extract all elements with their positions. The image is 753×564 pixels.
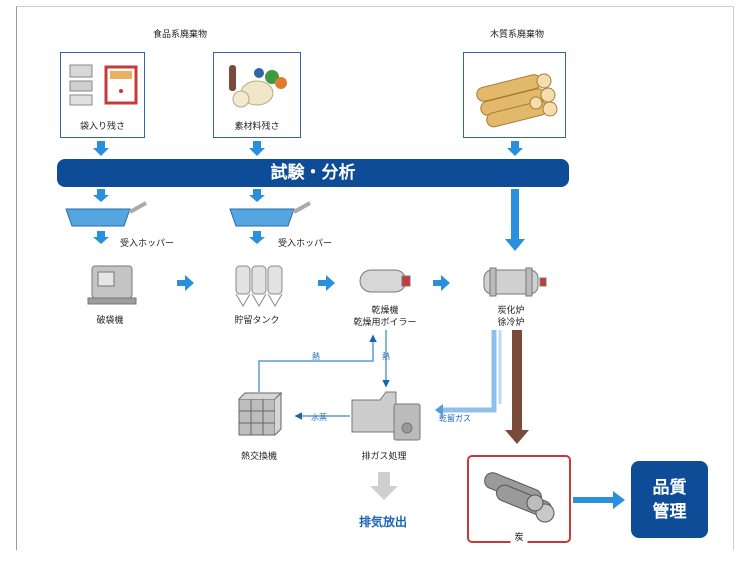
storage-tank-machine bbox=[235, 265, 283, 307]
hopper-label-2: 受入ホッパー bbox=[278, 239, 333, 249]
figure-frame bbox=[16, 6, 734, 550]
quality-control-line2: 管理 bbox=[652, 501, 687, 522]
exhaust-treatment-label: 排ガス処理 bbox=[361, 452, 407, 462]
bag-breaker-label: 破袋機 bbox=[96, 316, 124, 326]
heat-flow-label-a: 熱 bbox=[312, 352, 320, 361]
dryer-machine bbox=[359, 269, 411, 293]
wood-waste-header: 木質系廃棄物 bbox=[489, 30, 545, 40]
hopper-1 bbox=[65, 201, 147, 227]
quality-control-box: 品質 管理 bbox=[631, 461, 708, 538]
dryer-boiler-label: 乾燥用ボイラー bbox=[353, 318, 417, 328]
heat-exchanger-machine bbox=[238, 391, 283, 436]
bag-breaker-machine bbox=[87, 265, 137, 305]
test-analysis-band: 試験・分析 bbox=[57, 159, 569, 187]
charcoal-illustration bbox=[484, 472, 555, 523]
bagged-food-illustration bbox=[69, 64, 138, 106]
exhaust-release-label: 排気放出 bbox=[358, 515, 408, 529]
source-arrows bbox=[93, 141, 523, 156]
charcoal-label: 炭 bbox=[510, 530, 528, 543]
storage-tank-label: 貯留タンク bbox=[234, 316, 280, 326]
water-vapor-label: 水蒸 bbox=[311, 413, 327, 422]
food-waste-header: 食品系廃棄物 bbox=[152, 30, 208, 40]
logs-illustration bbox=[476, 73, 558, 128]
slow-cooler-label: 徐冷炉 bbox=[497, 318, 525, 328]
dry-distillation-gas-label: 乾留ガス bbox=[439, 414, 471, 423]
hopper-2 bbox=[229, 201, 311, 227]
vegetable-scraps-illustration bbox=[229, 65, 287, 108]
carbonizer-label: 炭化炉 bbox=[497, 306, 525, 316]
bagged-leftovers-box: 袋入り残さ bbox=[60, 52, 145, 138]
raw-material-leftovers-box: 素材料残さ bbox=[213, 52, 301, 138]
bagged-leftovers-label: 袋入り残さ bbox=[79, 122, 125, 132]
heat-exchanger-label: 熱交換機 bbox=[240, 452, 278, 462]
dryer-label: 乾燥機 bbox=[371, 306, 399, 316]
wood-waste-box bbox=[463, 52, 566, 138]
quality-control-line1: 品質 bbox=[652, 477, 687, 498]
raw-material-leftovers-label: 素材料残さ bbox=[234, 122, 280, 132]
charcoal-product-box: 炭 bbox=[467, 455, 571, 543]
carbonizer-machine bbox=[483, 267, 547, 297]
exhaust-treatment-machine bbox=[351, 391, 421, 441]
hopper-label-1: 受入ホッパー bbox=[120, 239, 175, 249]
